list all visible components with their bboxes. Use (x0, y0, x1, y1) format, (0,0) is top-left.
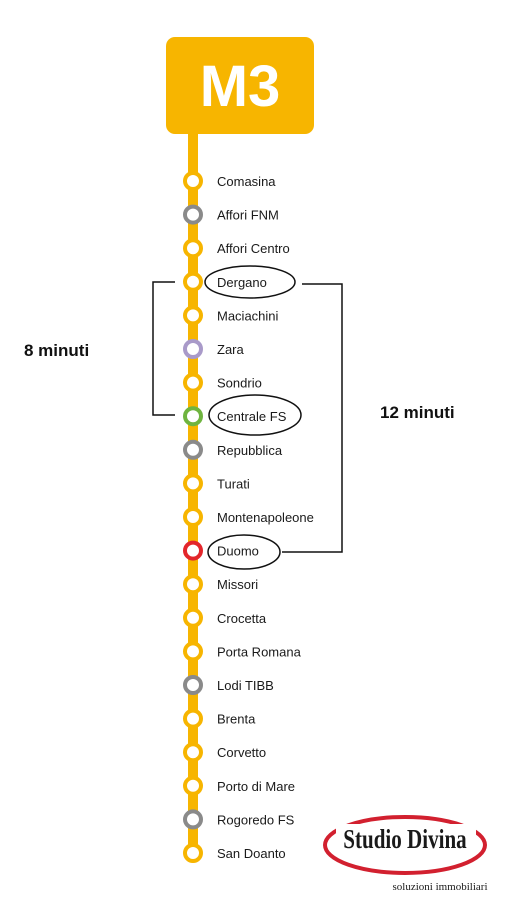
station-stop-marker (183, 406, 203, 427)
station-duomo: Duomo (183, 540, 259, 561)
station-stop-marker (183, 607, 203, 628)
station-stop-marker (183, 271, 203, 292)
station-label: Zara (217, 342, 245, 357)
station-stop-marker (183, 171, 203, 191)
station-brenta: Brenta (183, 708, 256, 729)
line-track (188, 134, 198, 859)
station-missori: Missori (183, 574, 258, 595)
station-label: Corvetto (217, 745, 266, 760)
highlight-ellipse-duomo (207, 534, 281, 570)
station-label: Comasina (217, 174, 276, 189)
station-san-doanto: San Doanto (183, 843, 286, 863)
logo-ring (323, 815, 487, 875)
station-stop-marker (183, 675, 203, 695)
line-badge-background (166, 37, 314, 134)
station-affori-centro: Affori Centro (183, 238, 290, 259)
station-lodi-tibb: Lodi TIBB (183, 675, 274, 695)
station-maciachini: Maciachini (183, 305, 279, 326)
station-corvetto: Corvetto (183, 742, 266, 763)
station-label: Centrale FS (217, 409, 287, 424)
station-montenapoleone: Montenapoleone (183, 507, 314, 527)
bracket-short-trip (152, 281, 175, 416)
logo-tagline: soluzioni immobiliari (392, 881, 487, 893)
station-stop-marker (183, 540, 203, 561)
line-badge-label: M3 (200, 54, 281, 119)
station-label: Repubblica (217, 443, 283, 458)
long-trip-label: 12 minuti (380, 403, 455, 422)
logo-ring-gap (336, 824, 476, 854)
bracket-long-trip (282, 283, 343, 553)
station-centrale-fs: Centrale FS (183, 406, 287, 427)
station-label: Rogoredo FS (217, 812, 295, 827)
station-dergano: Dergano (183, 271, 267, 292)
station-label: Maciachini (217, 308, 279, 323)
station-label: Turati (217, 476, 250, 491)
highlight-ellipse-dergano (204, 265, 296, 299)
station-label: Crocetta (217, 611, 267, 626)
studio-divina-logo: Studio Divina soluzioni immobiliari (323, 815, 488, 893)
station-affori-fnm: Affori FNM (183, 204, 279, 225)
station-label: San Doanto (217, 846, 286, 861)
station-repubblica: Repubblica (183, 439, 283, 460)
station-label: Porta Romana (217, 644, 302, 659)
station-stop-marker (183, 843, 203, 863)
station-turati: Turati (183, 473, 250, 494)
station-porta-romana: Porta Romana (183, 641, 302, 662)
logo-name: Studio Divina (343, 825, 466, 855)
station-crocetta: Crocetta (183, 607, 267, 628)
station-label: Affori FNM (217, 208, 279, 223)
station-stop-marker (183, 238, 203, 259)
short-trip-label: 8 minuti (24, 341, 89, 360)
station-stop-marker (183, 742, 203, 763)
station-label: Sondrio (217, 376, 262, 391)
station-stop-marker (183, 708, 203, 729)
station-label: Brenta (217, 712, 256, 727)
station-stop-marker (183, 473, 203, 494)
station-stop-marker (183, 809, 203, 830)
line-badge: M3 (166, 37, 314, 134)
station-stop-marker (183, 641, 203, 662)
station-label: Affori Centro (217, 241, 290, 256)
station-stop-marker (183, 574, 203, 595)
station-stop-marker (183, 372, 203, 393)
station-stop-marker (183, 204, 203, 225)
station-stop-marker (183, 339, 203, 359)
station-stop-marker (183, 439, 203, 460)
station-sondrio: Sondrio (183, 372, 262, 393)
highlight-ellipse-centrale-fs (208, 394, 302, 436)
station-label: Dergano (217, 275, 267, 290)
station-stop-marker (183, 507, 203, 527)
station-porto-di-mare: Porto di Mare (183, 775, 295, 796)
station-stop-marker (183, 305, 203, 326)
station-comasina: Comasina (183, 171, 276, 191)
station-label: Duomo (217, 544, 259, 559)
station-label: Lodi TIBB (217, 678, 274, 693)
station-zara: Zara (183, 339, 245, 359)
station-label: Missori (217, 577, 258, 592)
station-label: Porto di Mare (217, 779, 295, 794)
station-rogoredo-fs: Rogoredo FS (183, 809, 295, 830)
station-label: Montenapoleone (217, 510, 314, 525)
station-stop-marker (183, 775, 203, 796)
